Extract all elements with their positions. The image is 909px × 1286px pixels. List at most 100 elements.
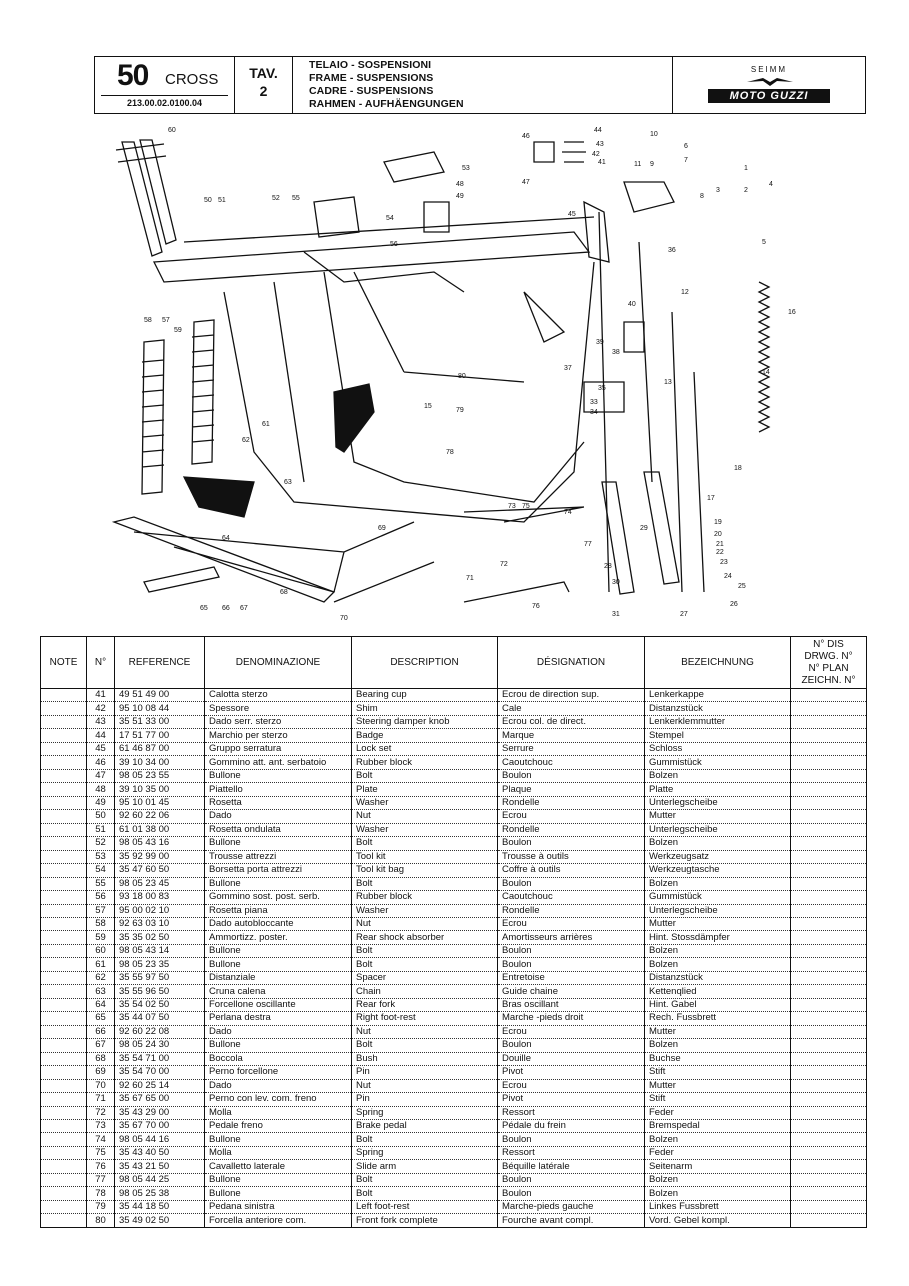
denominazione-cell: Molla: [204, 1106, 352, 1121]
bezeichnung-cell: Lenkerkappe: [644, 688, 791, 703]
designation-cell: Serrure: [497, 742, 645, 757]
bezeichnung-cell: Hint. Gabel: [644, 998, 791, 1013]
callout-51: 51: [218, 197, 226, 204]
denominazione-cell: Forcella anteriore com.: [204, 1213, 352, 1228]
part-number-cell: 41: [86, 688, 115, 703]
callout-55: 55: [292, 195, 300, 202]
designation-cell: Rondelle: [497, 904, 645, 918]
designation-cell: Béquille latérale: [497, 1159, 645, 1174]
drawing-number-cell: [790, 957, 867, 972]
denominazione-cell: Rosetta ondulata: [204, 823, 352, 838]
part-number-cell: 75: [86, 1146, 115, 1161]
reference-cell: 35 43 40 50: [114, 1146, 205, 1161]
callout-15: 15: [424, 403, 432, 410]
rear-shock-drawing: [141, 319, 215, 495]
note-cell: [40, 957, 87, 972]
note-cell: [40, 1186, 87, 1201]
table-label: TAV.: [249, 65, 278, 81]
title-german: RAHMEN - AUFHÄENGUNGEN: [309, 98, 464, 110]
main-frame-drawing: [152, 216, 595, 523]
callout-79: 79: [456, 407, 464, 414]
header-drawing-line-4: ZEICHN. N°: [801, 674, 856, 686]
header-drawing-line-1: N° DIS: [813, 638, 844, 650]
denominazione-cell: Spessore: [204, 701, 352, 716]
denominazione-cell: Gommino sost. post. serb.: [204, 890, 352, 905]
bezeichnung-cell: Bolzen: [644, 1186, 791, 1201]
description-cell: Spring: [351, 1146, 498, 1161]
reference-cell: 92 60 22 08: [114, 1025, 205, 1040]
bezeichnung-cell: Lenkerklemmutter: [644, 715, 791, 730]
designation-cell: Marche-pieds gauche: [497, 1200, 645, 1215]
part-number-cell: 57: [86, 904, 115, 918]
front-fork-drawing: [115, 139, 177, 257]
reference-cell: 35 43 29 00: [114, 1106, 205, 1121]
bezeichnung-cell: Bolzen: [644, 1038, 791, 1053]
reference-cell: 98 05 23 45: [114, 877, 205, 892]
drawing-number-cell: [790, 809, 867, 824]
drawing-number-cell: [790, 1159, 867, 1174]
note-cell: [40, 1119, 87, 1134]
denominazione-cell: Pedale freno: [204, 1119, 352, 1134]
bezeichnung-cell: Buchse: [644, 1052, 791, 1067]
drawing-number-cell: [790, 701, 867, 716]
denominazione-cell: Trousse attrezzi: [204, 850, 352, 865]
drawing-number-cell: [790, 1186, 867, 1201]
bezeichnung-cell: Distanzstück: [644, 701, 791, 716]
part-number-cell: 51: [86, 823, 115, 838]
denominazione-cell: Boccola: [204, 1052, 352, 1067]
title-french: CADRE - SUSPENSIONS: [309, 85, 434, 97]
reference-cell: 93 18 00 83: [114, 890, 205, 905]
note-cell: [40, 850, 87, 865]
part-number-cell: 60: [86, 944, 115, 959]
reference-cell: 35 54 02 50: [114, 998, 205, 1013]
designation-cell: Ecrou: [497, 809, 645, 824]
part-number-cell: 47: [86, 769, 115, 784]
note-cell: [40, 904, 87, 918]
note-cell: [40, 1159, 87, 1174]
part-number-cell: 66: [86, 1025, 115, 1040]
callout-2: 2: [744, 187, 748, 194]
note-cell: [40, 701, 87, 716]
denominazione-cell: Gommino att. ant. serbatoio: [204, 755, 352, 770]
designation-cell: Amortisseurs arrières: [497, 930, 645, 945]
reference-cell: 98 05 24 30: [114, 1038, 205, 1053]
designation-cell: Caoutchouc: [497, 890, 645, 905]
reference-cell: 92 60 25 14: [114, 1079, 205, 1094]
description-cell: Nut: [351, 1079, 498, 1094]
description-cell: Spring: [351, 1106, 498, 1121]
designation-cell: Ecrou de direction sup.: [497, 688, 645, 703]
callout-70: 70: [340, 615, 348, 622]
description-cell: Bolt: [351, 769, 498, 784]
drawing-number-cell: [790, 1106, 867, 1121]
reference-cell: 35 47 60 50: [114, 863, 205, 878]
part-number-cell: 79: [86, 1200, 115, 1215]
callout-23: 23: [720, 559, 728, 566]
description-cell: Nut: [351, 1025, 498, 1040]
exploded-diagram: 1 2 3 4 5 6 7 8 9 10 11 12 13 14 15 16 1…: [104, 122, 804, 632]
designation-cell: Pivot: [497, 1092, 645, 1107]
callout-22: 22: [716, 549, 724, 556]
drawing-number-cell: [790, 742, 867, 757]
reference-cell: 98 05 23 35: [114, 957, 205, 972]
drawing-number-cell: [790, 728, 867, 743]
frame-suspension-drawing: 1 2 3 4 5 6 7 8 9 10 11 12 13 14 15 16 1…: [111, 127, 796, 622]
note-cell: [40, 755, 87, 770]
callout-54: 54: [386, 215, 394, 222]
callout-34: 34: [590, 409, 598, 416]
fork-legs-drawing: [601, 471, 680, 595]
callout-28: 28: [604, 563, 612, 570]
callout-25: 25: [738, 583, 746, 590]
reference-cell: 98 05 25 38: [114, 1186, 205, 1201]
denominazione-cell: Perno forcellone: [204, 1065, 352, 1080]
drawing-number-cell: [790, 1079, 867, 1094]
denominazione-cell: Bullone: [204, 1186, 352, 1201]
denominazione-cell: Bullone: [204, 1038, 352, 1053]
drawing-number-cell: [790, 1025, 867, 1040]
